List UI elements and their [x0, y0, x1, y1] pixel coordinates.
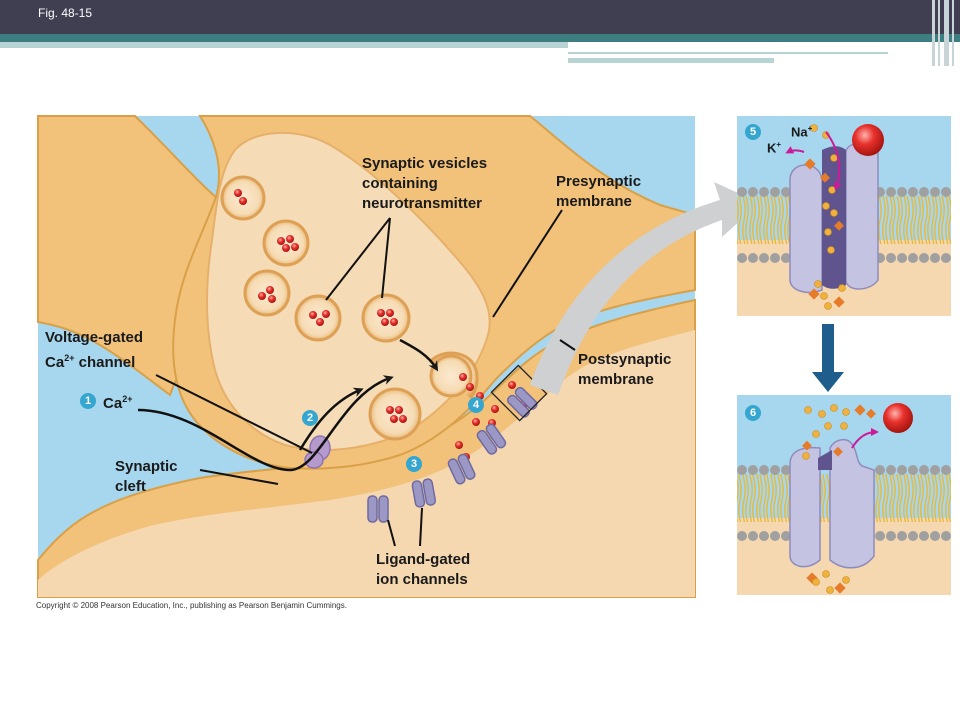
header-vertical-bars — [930, 0, 960, 66]
label-ca-ion: Ca2+ — [103, 389, 132, 414]
header-stripe — [0, 42, 568, 48]
label-na-ion: Na+ — [791, 124, 812, 139]
ca-ion-symbol: Ca — [103, 395, 123, 412]
step-badge-3: 3 — [406, 456, 422, 472]
k-symbol: K — [767, 140, 777, 156]
copyright-notice: Copyright © 2008 Pearson Education, Inc.… — [36, 601, 347, 610]
label-synaptic-cleft: Synaptic cleft — [115, 458, 178, 495]
ca-influx-arrow — [137, 375, 394, 472]
main-panel — [37, 115, 760, 598]
ca-symbol: Ca — [45, 354, 65, 371]
figure-label: Fig. 48-15 — [38, 6, 93, 20]
synaptic-vesicles — [220, 175, 479, 441]
label-voltage-gated-line2: Ca2+ channel — [45, 348, 143, 373]
step-badge-6: 6 — [745, 405, 761, 421]
ligand-gated-channels — [367, 386, 538, 523]
channel-word: channel — [78, 354, 136, 371]
na-symbol: Na — [791, 124, 808, 140]
label-k-ion: K+ — [767, 140, 781, 155]
neurotransmitter — [883, 403, 913, 433]
panel-6 — [737, 395, 951, 595]
ca-ion-charge: 2+ — [122, 394, 133, 404]
neurotransmitter — [852, 124, 884, 156]
na-charge: + — [807, 124, 813, 133]
step-badge-5: 5 — [745, 124, 761, 140]
label-voltage-gated-channel: Voltage-gated Ca2+ channel — [45, 328, 143, 373]
leader-lines — [155, 209, 576, 547]
label-ligand-gated-channels: Ligand-gated ion channels — [376, 551, 471, 588]
header-stripe — [568, 52, 888, 54]
header-band — [0, 34, 960, 42]
slide-header — [0, 0, 960, 34]
label-postsynaptic-membrane: Postsynaptic membrane — [578, 351, 672, 388]
postsynaptic-cytoplasm — [38, 330, 695, 597]
ca-entry-arrow — [298, 387, 364, 451]
ca-charge: 2+ — [64, 353, 75, 363]
step-badge-4: 4 — [468, 397, 484, 413]
label-voltage-gated-line1: Voltage-gated — [45, 329, 144, 346]
panel-5 — [737, 116, 951, 316]
header-stripe — [568, 58, 774, 63]
label-synaptic-vesicles: Synaptic vesicles containing neurotransm… — [362, 155, 488, 212]
k-charge: + — [776, 140, 782, 149]
step-arrow-down — [812, 324, 844, 392]
label-presynaptic-membrane: Presynaptic membrane — [556, 173, 642, 210]
step-badge-1: 1 — [80, 393, 96, 409]
vesicle-fusion-arrow — [399, 338, 439, 372]
step-badge-2: 2 — [302, 410, 318, 426]
